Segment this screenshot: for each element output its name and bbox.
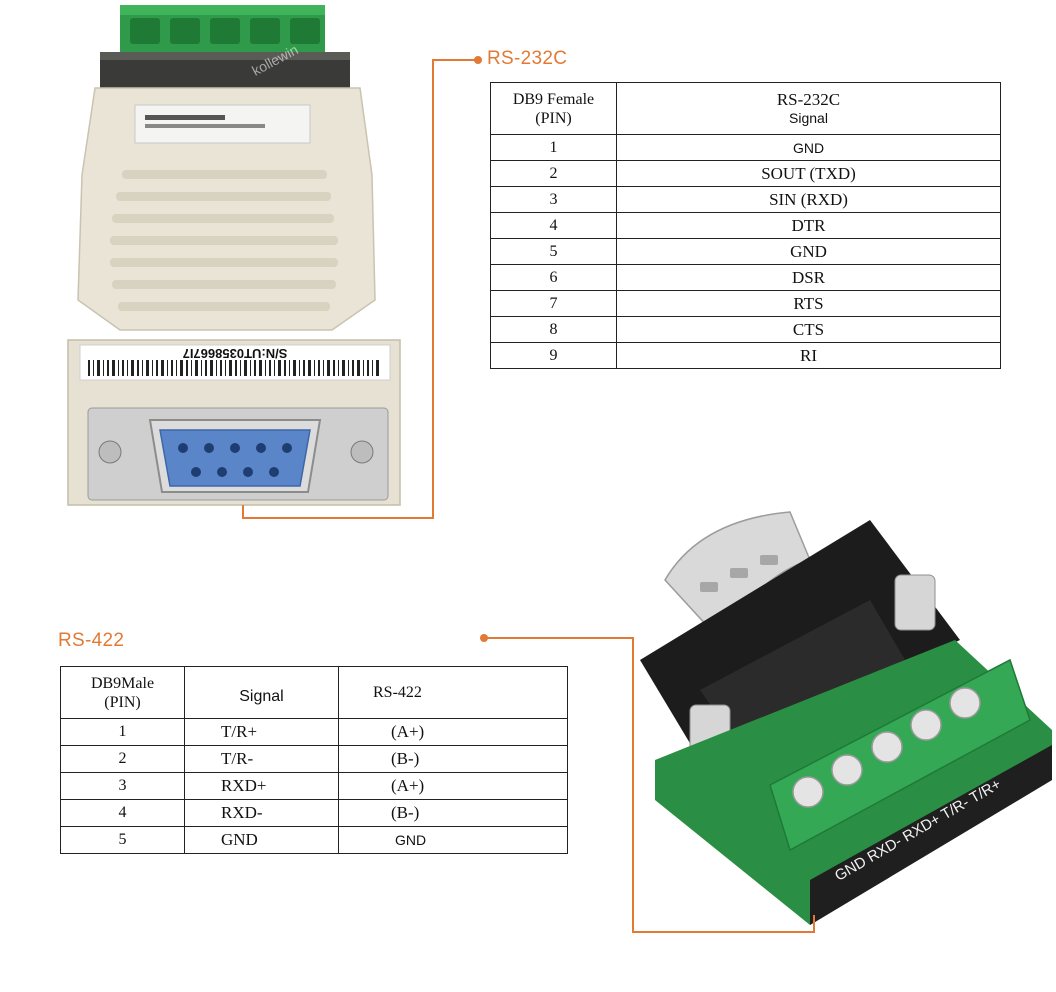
table-row: 6 DSR: [490, 264, 1001, 291]
table-row: 5 GND GND: [60, 826, 568, 854]
table-row: 3 SIN (RXD): [490, 186, 1001, 213]
rs232-header-row: DB9 Female (PIN) RS-232C Signal: [490, 82, 1001, 135]
rs422-header-row: DB9Male (PIN) Signal RS-422: [60, 666, 568, 719]
rs232-callout-line: [242, 59, 478, 519]
rs422-callout-dot: [480, 634, 488, 642]
table-row: 1 GND: [490, 134, 1001, 161]
table-row: 9 RI: [490, 342, 1001, 369]
rs422-header-pin: DB9Male (PIN): [60, 666, 185, 719]
table-row: 4 DTR: [490, 212, 1001, 239]
rs422-pin-table: DB9Male (PIN) Signal RS-422 1 T/R+ (A+) …: [60, 666, 568, 854]
rs422-section-title: RS-422: [58, 630, 125, 651]
table-row: 2 SOUT (TXD): [490, 160, 1001, 187]
table-row: 8 CTS: [490, 316, 1001, 343]
table-row: 1 T/R+ (A+): [60, 718, 568, 746]
serial-number-label: S/N:UT0358667I7: [182, 346, 288, 361]
rs422-header-signal: Signal: [184, 666, 339, 719]
rs232-converter-image: [67, 5, 401, 506]
table-row: 4 RXD- (B-): [60, 799, 568, 827]
rs232-header-pin: DB9 Female (PIN): [490, 82, 617, 135]
table-row: 7 RTS: [490, 290, 1001, 317]
rs422-callout-line: [484, 637, 815, 933]
rs232-callout-dot: [474, 56, 482, 64]
rs232-header-signal: RS-232C Signal: [616, 82, 1001, 135]
rs422-adapter-image: [640, 511, 1052, 925]
rs232-pin-table: DB9 Female (PIN) RS-232C Signal 1 GND 2 …: [490, 82, 1001, 369]
table-row: 5 GND: [490, 238, 1001, 265]
table-row: 2 T/R- (B-): [60, 745, 568, 773]
rs422-header-rs422: RS-422: [338, 666, 568, 719]
rs232-section-title: RS-232C: [487, 48, 568, 69]
table-row: 3 RXD+ (A+): [60, 772, 568, 800]
